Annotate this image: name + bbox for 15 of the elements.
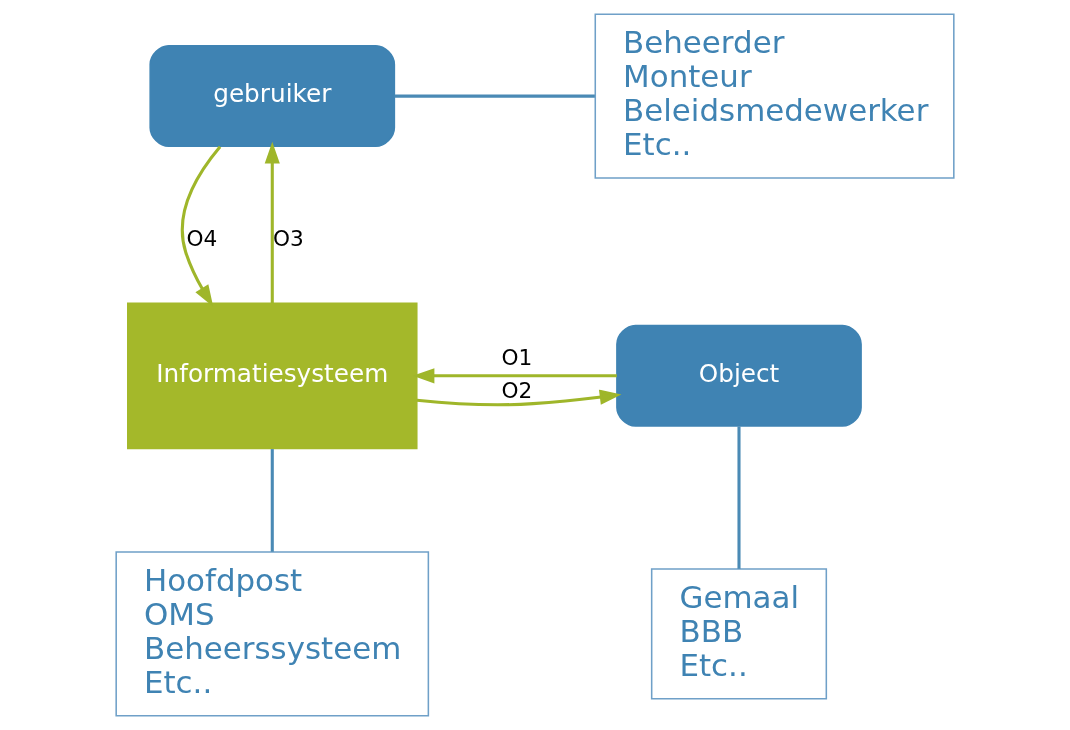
node-box: gebruiker bbox=[149, 45, 396, 148]
edge-label: O2 bbox=[501, 377, 533, 403]
node-box: Object bbox=[616, 324, 862, 427]
edge-label: O1 bbox=[501, 345, 533, 371]
arrow bbox=[416, 389, 622, 407]
edge-label: O4 bbox=[186, 226, 218, 252]
node-box: Informatiesysteem bbox=[127, 302, 418, 450]
arrow bbox=[264, 141, 280, 304]
node-box: Gemaal BBB Etc.. bbox=[650, 568, 828, 700]
connector bbox=[737, 426, 741, 569]
connector bbox=[270, 449, 274, 552]
edge-label: O3 bbox=[273, 226, 304, 252]
node-box: Beheerder Monteur Beleidsmedewerker Etc.. bbox=[594, 13, 955, 179]
node-box: Hoofdpost OMS Beheerssysteem Etc.. bbox=[115, 551, 430, 717]
connector bbox=[394, 94, 595, 98]
